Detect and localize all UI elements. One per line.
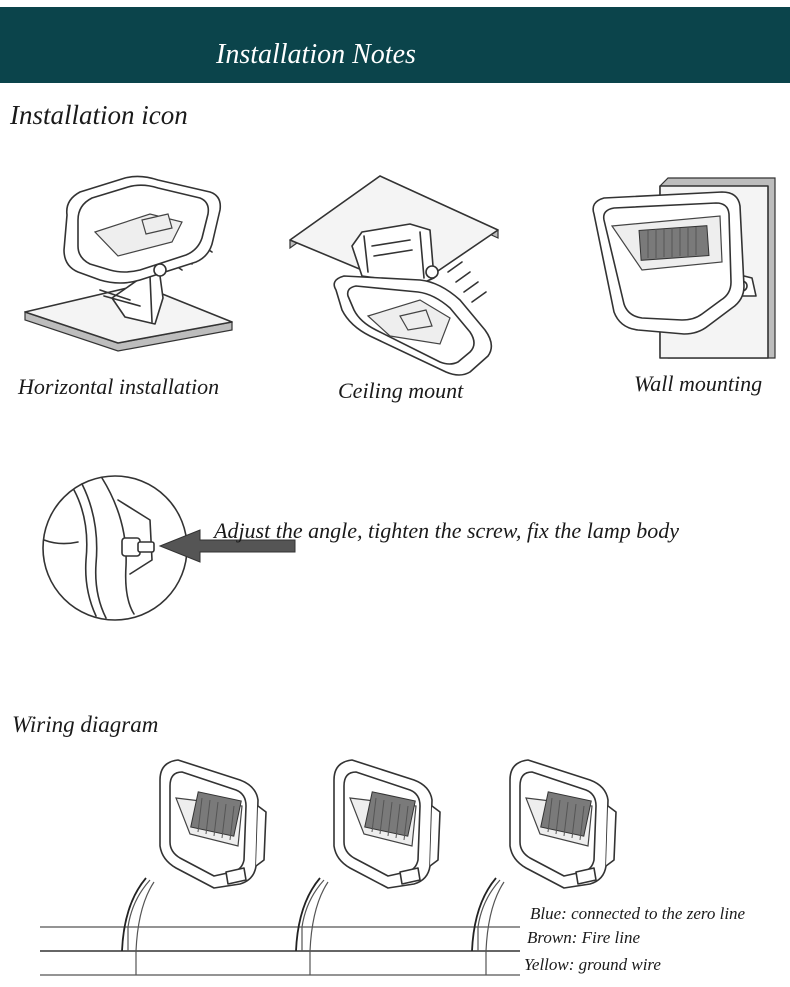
wiring-lamp-2	[295, 759, 441, 975]
caption-ceiling-mount: Ceiling mount	[338, 378, 464, 403]
header-banner: Installation Notes	[0, 7, 790, 83]
wire-label-brown: Brown: Fire line	[527, 928, 640, 947]
caption-horizontal-installation: Horizontal installation	[18, 374, 220, 399]
adjust-angle-note: Adjust the angle, tighten the screw, fix…	[214, 518, 679, 543]
installation-heading: Installation icon	[10, 100, 188, 130]
wire-label-blue: Blue: connected to the zero line	[530, 904, 746, 923]
caption-wall-mounting: Wall mounting	[634, 371, 763, 396]
page-title: Installation Notes	[216, 39, 416, 70]
adjust-angle-detail	[42, 475, 296, 621]
wall-mounting-illustration	[592, 177, 776, 359]
wiring-lamp-1	[121, 759, 267, 975]
wiring-heading: Wiring diagram	[12, 712, 159, 737]
wiring-lamp-3	[471, 759, 617, 975]
wire-label-yellow: Yellow: ground wire	[524, 955, 661, 974]
horizontal-installation-illustration	[24, 175, 233, 352]
wiring-diagram	[40, 759, 617, 976]
ceiling-mount-illustration	[289, 175, 499, 376]
